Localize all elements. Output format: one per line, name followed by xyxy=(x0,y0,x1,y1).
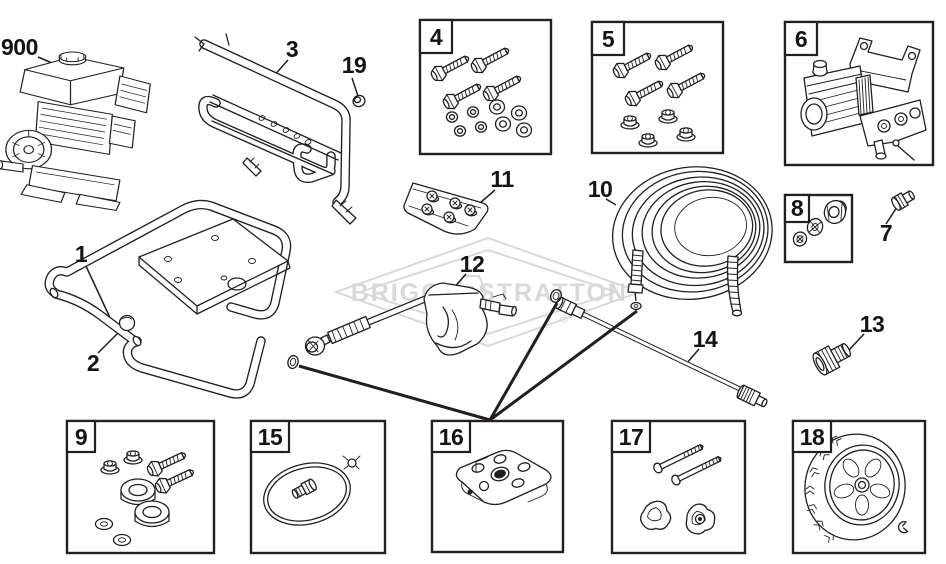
box-5-tag xyxy=(590,20,626,57)
callout-7: 7 xyxy=(880,220,892,246)
callout-16: 16 xyxy=(439,424,464,450)
box-18-tag xyxy=(791,419,833,454)
callout-5: 5 xyxy=(602,26,615,52)
pump-illustration xyxy=(800,37,927,161)
box-17: 17 xyxy=(610,419,747,555)
box-6-tag xyxy=(783,20,819,57)
box-9: 9 xyxy=(65,419,216,555)
cap-illustration xyxy=(118,314,136,332)
callout-2: 2 xyxy=(87,350,99,376)
nozzle-illustration xyxy=(291,478,317,499)
callout-13: 13 xyxy=(860,311,885,337)
wand-oring xyxy=(549,289,563,303)
rubber-foot xyxy=(134,500,170,528)
inlet-kit-illustration xyxy=(792,199,847,247)
callout-6: 6 xyxy=(795,26,807,52)
box-9-tag xyxy=(65,419,97,454)
callout-900: 900 xyxy=(1,34,38,60)
e-clip-illustration xyxy=(898,521,909,534)
callout-15: 15 xyxy=(258,424,283,450)
callout-11: 11 xyxy=(490,166,514,192)
fitting-illustration xyxy=(891,190,915,211)
gun-oring xyxy=(287,354,299,370)
box-16: 16 xyxy=(430,419,565,554)
callout-4: 4 xyxy=(430,24,443,50)
clip-illustration xyxy=(342,455,361,470)
box-16-tag xyxy=(430,419,472,454)
callout-8: 8 xyxy=(791,195,804,221)
converge-lines xyxy=(298,302,638,422)
box-18: 18 xyxy=(791,419,927,555)
gun-illustration xyxy=(304,282,517,356)
callout-14: 14 xyxy=(693,326,718,352)
box-8-tag xyxy=(783,193,811,224)
hose-sealing-washer xyxy=(630,301,642,311)
nozzle-panel-illustration xyxy=(455,449,552,506)
callout-10: 10 xyxy=(588,176,613,202)
frame-illustration xyxy=(49,205,290,394)
box-15-tag xyxy=(249,419,291,454)
rubber-foot xyxy=(120,478,156,506)
adapter-illustration xyxy=(812,342,852,376)
box-8: 8 xyxy=(783,193,854,264)
callout-12: 12 xyxy=(460,251,485,277)
callout-labels: 900 1 2 3 7 10 11 12 13 14 19 xyxy=(1,34,893,376)
box-4: 4 xyxy=(418,18,553,156)
callout-17: 17 xyxy=(619,424,644,450)
plate-illustration xyxy=(403,182,489,235)
watermark-registered: ® xyxy=(560,314,568,326)
box-6: 6 xyxy=(783,20,935,167)
hose-illustration xyxy=(611,166,773,317)
box-15: 15 xyxy=(249,419,387,555)
wheel-illustration xyxy=(804,433,906,543)
callout-9: 9 xyxy=(75,424,87,450)
engine-illustration xyxy=(0,51,151,211)
brand-watermark: BRIGGS & STRATTON ® xyxy=(333,236,643,348)
grommet-illustration xyxy=(352,94,366,108)
wand-illustration xyxy=(555,296,768,408)
callout-18: 18 xyxy=(800,424,825,450)
box-4-tag xyxy=(418,18,454,55)
box-5: 5 xyxy=(590,20,725,155)
callout-1: 1 xyxy=(75,241,88,267)
callout-19: 19 xyxy=(342,52,367,78)
handle-illustration xyxy=(194,33,357,225)
callout-3: 3 xyxy=(286,36,298,62)
box-17-tag xyxy=(610,419,652,454)
